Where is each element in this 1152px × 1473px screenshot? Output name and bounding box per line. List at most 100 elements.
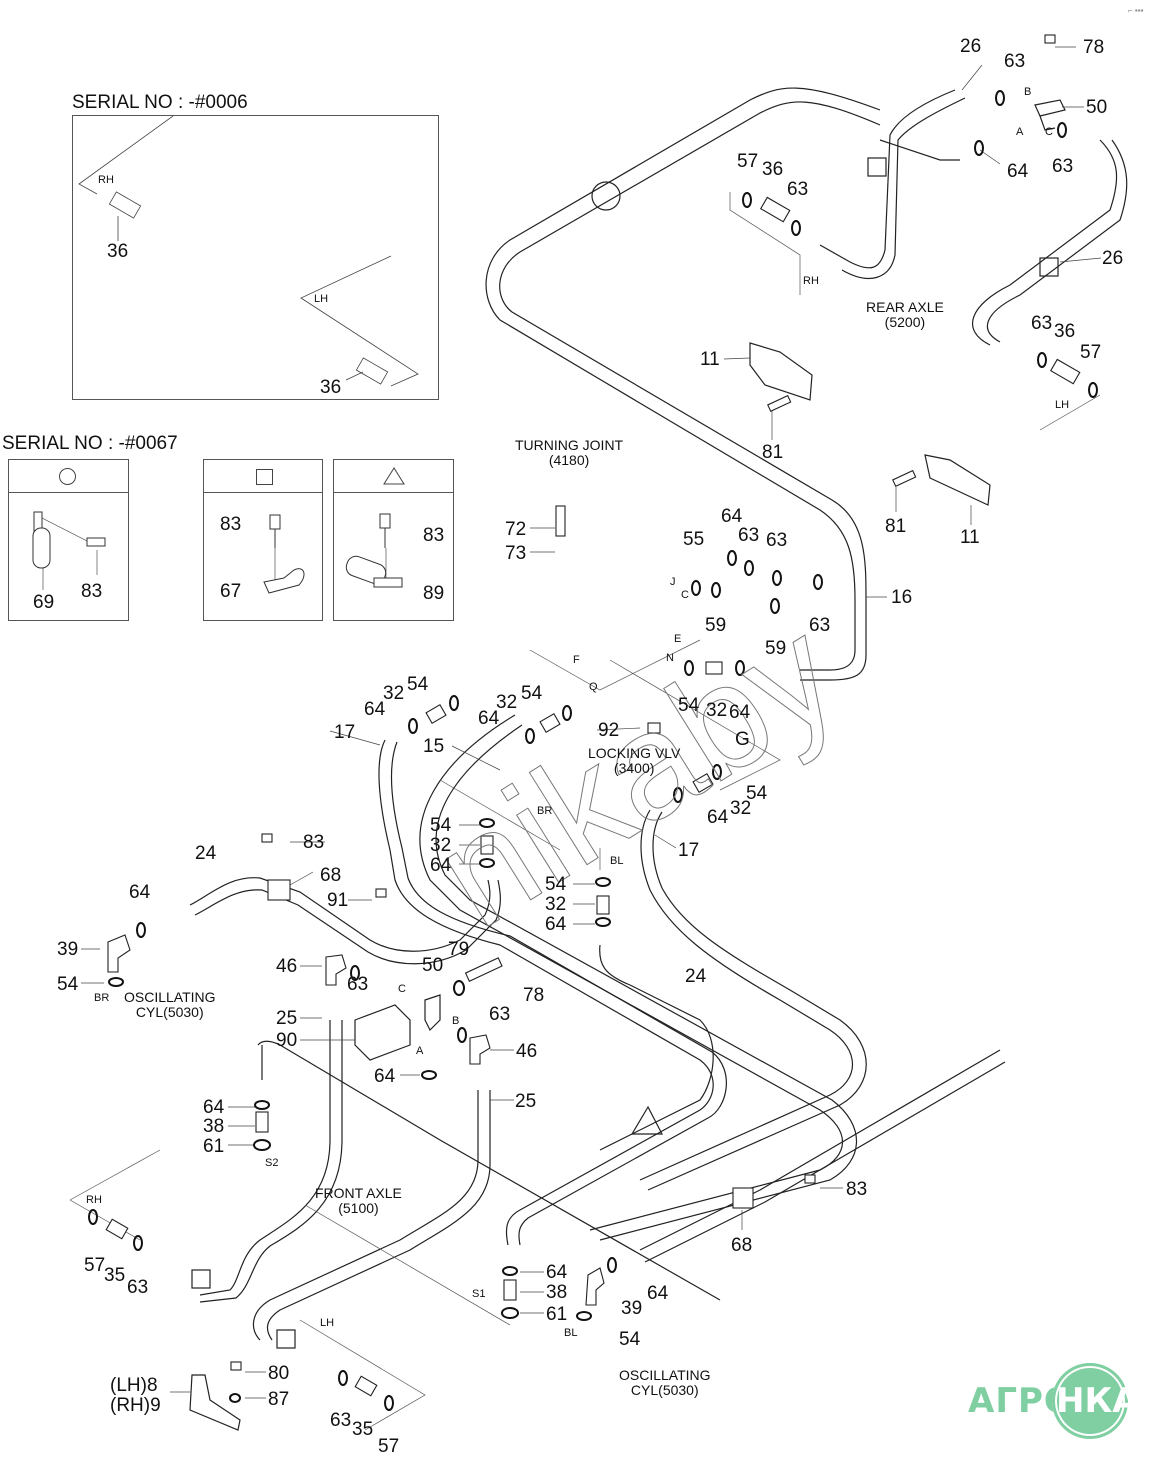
pipe-25-left-b (199, 1020, 343, 1303)
zone-label-lh: LH (314, 293, 329, 305)
pipe-17-left (378, 739, 714, 1246)
o-ring (136, 922, 146, 938)
pipe-24-right-hose-b (644, 1061, 1006, 1263)
part-callout-63: 63 (766, 530, 788, 551)
fitting-32 (425, 704, 447, 724)
caption-locking-valve: LOCKING VLV(3400) (588, 745, 681, 777)
part-callout-64: 64 (364, 699, 386, 720)
bolt-91 (375, 888, 387, 898)
part-callout-61: 61 (546, 1304, 568, 1325)
part-callout-64: 64 (721, 506, 743, 527)
o-ring (338, 1370, 348, 1386)
part-callout-83: 83 (220, 514, 242, 535)
o-ring (995, 90, 1005, 106)
port-letter: BR (94, 992, 110, 1004)
part-callout-54: 54 (521, 683, 543, 704)
pipe-17-left-b (390, 741, 727, 1246)
clamp-69-drawing (32, 511, 106, 590)
pipe-26-upper-b (841, 97, 966, 279)
part-callout-rh9: (RH)9 (110, 1395, 161, 1416)
pipe-26-upper (819, 89, 956, 269)
pipe-17-right-b (647, 811, 867, 1191)
fitting-32 (596, 895, 610, 915)
part-callout-83: 83 (81, 581, 103, 602)
part-callout-g: G (735, 729, 750, 750)
clamp-68 (267, 879, 291, 901)
port-letter: Q (589, 681, 598, 693)
port-letter: C (1045, 126, 1053, 138)
pipe-17-right (639, 809, 854, 1181)
bolt-81 (767, 394, 792, 413)
part-callout-63: 63 (787, 179, 809, 200)
part-callout-64: 64 (647, 1283, 669, 1304)
caption-front-axle: FRONT AXLE(5100) (315, 1185, 402, 1217)
o-ring (791, 220, 801, 236)
o-ring (1057, 122, 1067, 138)
port-letter: BR (537, 805, 553, 817)
fitting-32 (480, 835, 494, 855)
part-callout-92: 92 (598, 720, 620, 741)
port-letter: B (1024, 86, 1032, 98)
bolt-83 (261, 833, 273, 843)
port-letter: RH (803, 275, 819, 287)
part-callout-26: 26 (960, 36, 982, 57)
triangle-symbol-icon (383, 467, 405, 485)
part-callout-25: 25 (515, 1091, 537, 1112)
part-callout-16: 16 (891, 587, 913, 608)
part-callout-54: 54 (57, 974, 79, 995)
part-callout-63: 63 (1052, 156, 1074, 177)
part-callout-63: 63 (330, 1410, 352, 1431)
o-ring (408, 718, 418, 734)
pipe-16-inner (499, 101, 881, 681)
port-letter: E (674, 633, 682, 645)
legend-header (204, 460, 322, 493)
part-callout-64: 64 (546, 1262, 568, 1283)
clamp-89-drawing (345, 513, 403, 588)
zone-label-rh: RH (98, 174, 114, 186)
part-callout-54: 54 (619, 1329, 641, 1350)
fitting-35 (105, 1218, 129, 1240)
part-callout-63: 63 (1004, 51, 1026, 72)
bolt-83 (804, 1174, 816, 1184)
o-ring (595, 917, 611, 927)
o-ring (1088, 382, 1098, 398)
part-callout-63: 63 (489, 1004, 511, 1025)
corner-mark: ⌐ ▪▪▪ (1128, 6, 1144, 15)
o-ring (254, 1100, 270, 1110)
part-callout-78: 78 (523, 985, 545, 1006)
pipe-15 (419, 714, 844, 1231)
o-ring (712, 764, 722, 780)
part-callout-90: 90 (276, 1030, 298, 1051)
part-callout-15: 15 (423, 736, 445, 757)
bracket-8-9 (189, 1374, 241, 1431)
pipe-24-right (599, 944, 714, 1151)
tee-fitting-50-front (424, 994, 441, 1032)
bolt-78 (464, 957, 503, 982)
o-ring (350, 965, 360, 981)
port-letter: BL (564, 1327, 578, 1339)
agronka-logo: АГРО НКА (968, 1363, 1139, 1441)
square-symbol-icon (256, 469, 273, 485)
elbow-39 (107, 934, 131, 973)
pipe-24-left-b (194, 879, 501, 965)
clamp-legend-triangle: 83 89 (333, 459, 454, 621)
o-ring (501, 1307, 519, 1319)
bolt-72 (555, 505, 566, 537)
part-callout-39: 39 (621, 1298, 643, 1319)
part-callout-32: 32 (730, 798, 752, 819)
part-callout-54: 54 (678, 695, 700, 716)
port-letter: LH (320, 1317, 335, 1329)
o-ring (88, 1209, 98, 1225)
part-callout-36: 36 (762, 159, 784, 180)
clamp-marker-circle (591, 181, 621, 211)
o-ring (108, 977, 124, 987)
circle-symbol-icon (59, 468, 76, 485)
caption-turning-joint: TURNING JOINT(4180) (515, 437, 624, 469)
bolt-78 (1044, 34, 1056, 44)
part-callout-64: 64 (430, 855, 452, 876)
o-ring (744, 560, 754, 576)
inset-0006-box: RH LH 36 36 (72, 115, 439, 400)
part-callout-64: 64 (203, 1097, 225, 1118)
